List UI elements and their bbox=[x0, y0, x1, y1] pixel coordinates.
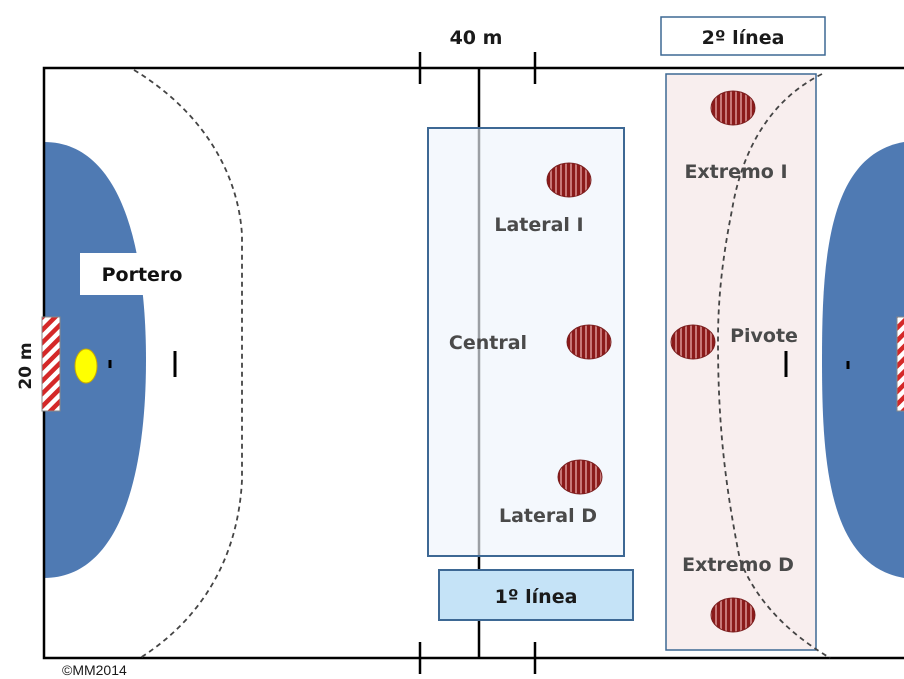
copyright-text: ©MM2014 bbox=[62, 662, 127, 678]
left-goal bbox=[41, 316, 61, 412]
pivote-label: Pivote bbox=[730, 325, 798, 347]
right-goal-area bbox=[822, 142, 904, 578]
ball bbox=[74, 348, 98, 384]
player-central bbox=[566, 324, 612, 360]
player-lateral-izquierdo bbox=[546, 162, 592, 198]
extremo-izquierdo-label: Extremo I bbox=[684, 161, 787, 183]
first-line-label: 1º línea bbox=[495, 586, 578, 608]
second-line-label-box bbox=[660, 16, 826, 56]
players bbox=[546, 90, 756, 633]
player-lateral-derecho bbox=[557, 459, 603, 495]
lateral-izquierdo-label: Lateral I bbox=[494, 214, 583, 236]
first-line-label-box bbox=[438, 569, 634, 621]
goalkeeper-label-box bbox=[80, 253, 204, 295]
second-line-zone bbox=[665, 73, 817, 651]
player-extremo-derecho bbox=[710, 597, 756, 633]
width-label: 20 m bbox=[16, 342, 36, 389]
right-free-throw-line bbox=[717, 73, 831, 659]
player-pivote bbox=[670, 324, 716, 360]
lateral-derecho-label: Lateral D bbox=[499, 505, 597, 527]
left-free-throw-line bbox=[133, 69, 243, 659]
second-line-label: 2º línea bbox=[702, 27, 785, 49]
player-extremo-izquierdo bbox=[710, 90, 756, 126]
substitution-marks bbox=[418, 52, 537, 674]
length-label: 40 m bbox=[450, 27, 503, 49]
right-goal bbox=[896, 316, 904, 412]
goalkeeper-label: Portero bbox=[102, 264, 183, 286]
extremo-derecho-label: Extremo D bbox=[682, 554, 794, 576]
central-label: Central bbox=[449, 332, 527, 354]
